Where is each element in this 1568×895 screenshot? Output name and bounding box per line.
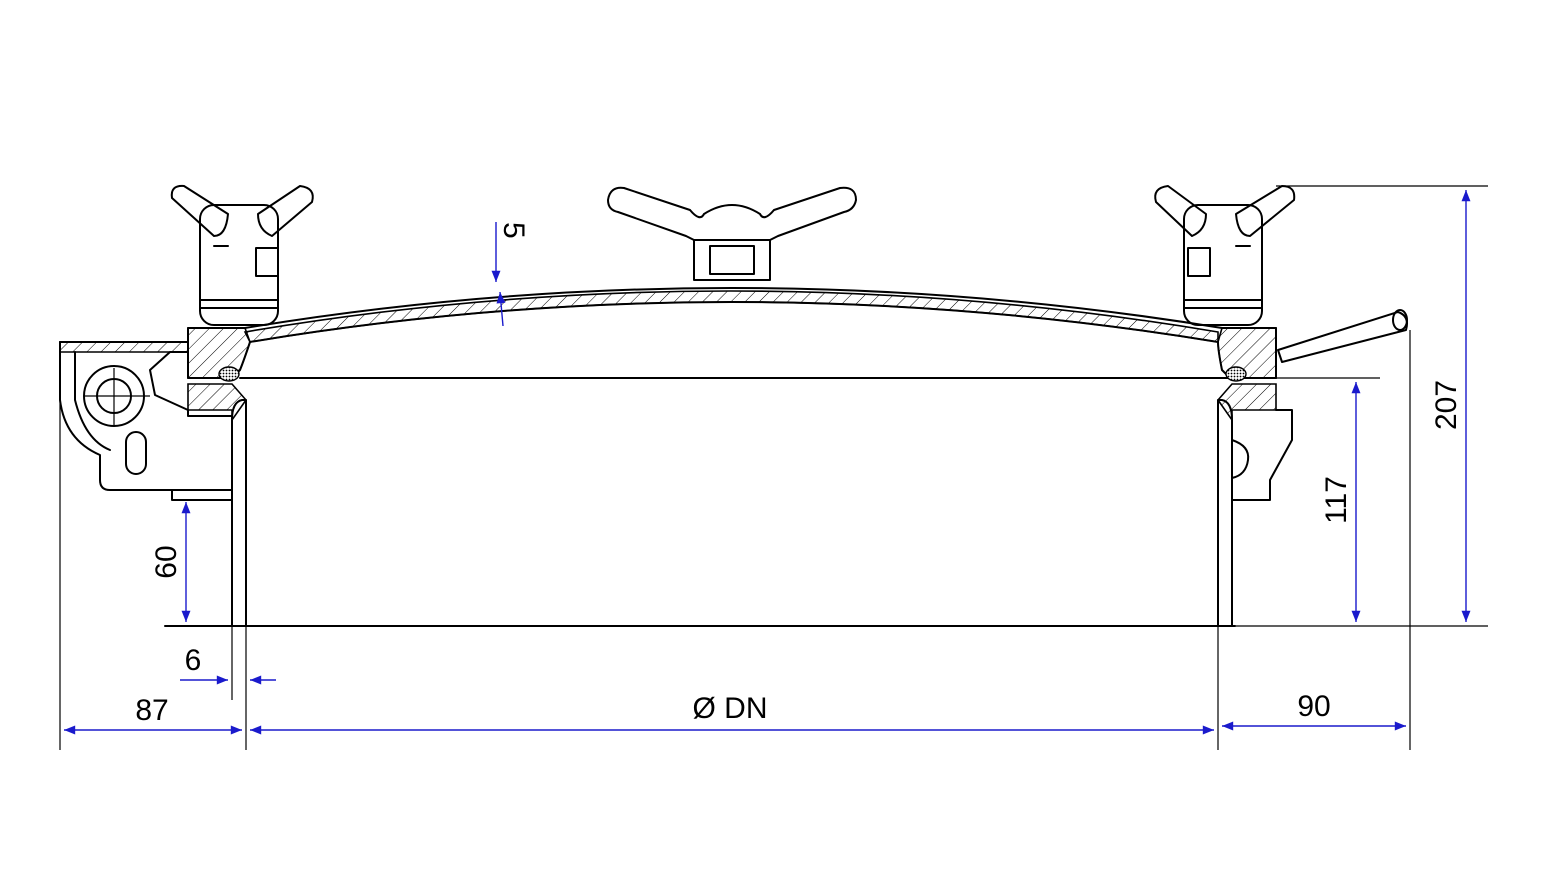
extension-lines <box>59 185 1488 750</box>
hinge-left <box>59 341 233 501</box>
frame-flanges <box>187 366 1277 423</box>
wing-nut-right <box>1154 185 1296 326</box>
wing-nut-left <box>170 184 314 326</box>
dimension-overall-height: 207 <box>1430 380 1463 430</box>
dimension-lid-thickness: 5 <box>497 222 530 239</box>
dimension-wall-thickness: 6 <box>185 644 202 677</box>
handle-right <box>1231 309 1408 501</box>
dimension-right-offset: 90 <box>1297 690 1330 723</box>
dimension-frame-height: 117 <box>1320 476 1353 524</box>
wing-nut-center <box>607 186 857 281</box>
dimension-left-offset: 87 <box>135 694 168 727</box>
frame-shell <box>164 377 1380 627</box>
domed-lid <box>187 287 1277 379</box>
dimension-diameter: Ø DN <box>693 692 768 725</box>
dimension-hinge-height: 60 <box>150 545 183 578</box>
dimension-lines <box>63 190 1471 735</box>
